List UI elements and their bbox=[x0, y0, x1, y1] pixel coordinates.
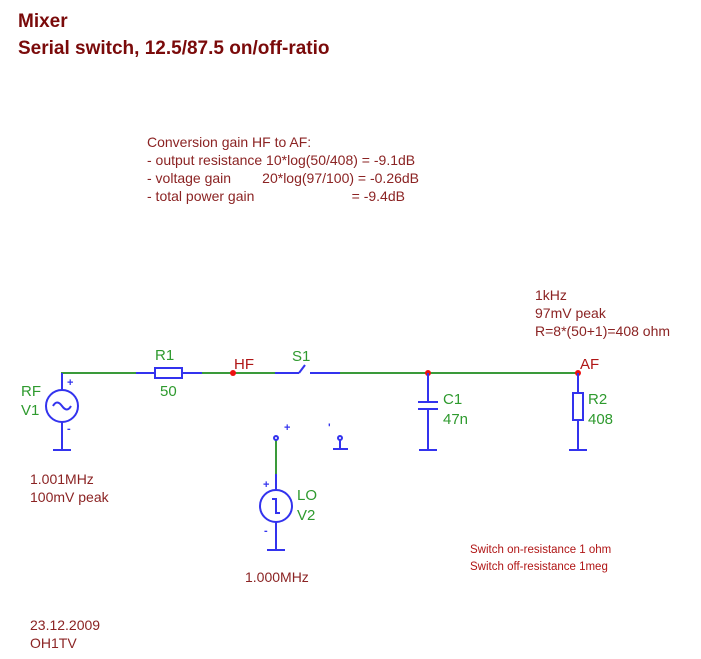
pin-minus: - bbox=[264, 525, 268, 537]
node-af-label: AF bbox=[580, 356, 599, 373]
note-line: Conversion gain HF to AF: bbox=[147, 134, 311, 150]
r1-value: 50 bbox=[160, 383, 177, 400]
c1-ref: C1 bbox=[443, 391, 462, 408]
s1-switch[interactable]: S1 + ' bbox=[273, 348, 348, 450]
pin-plus: + bbox=[67, 377, 73, 389]
switch-note: Switch on-resistance 1 ohm bbox=[470, 544, 611, 556]
note-line: - output resistance 10*log(50/408) = -9.… bbox=[147, 152, 415, 168]
c1-value: 47n bbox=[443, 411, 468, 428]
note-line: 1kHz bbox=[535, 287, 567, 303]
s1-ref: S1 bbox=[292, 348, 310, 365]
rf-amplitude: 100mV peak bbox=[30, 489, 110, 505]
node-dot bbox=[230, 370, 236, 376]
r2-resistor[interactable]: R2 408 bbox=[569, 373, 613, 451]
footer-author: OH1TV bbox=[30, 635, 77, 651]
pin-minus: - bbox=[67, 423, 71, 435]
note-line: - voltage gain 20*log(97/100) = -0.26dB bbox=[147, 170, 419, 186]
r1-resistor[interactable]: R1 50 bbox=[136, 347, 202, 400]
v1-name: RF bbox=[21, 383, 41, 400]
pin-plus: + bbox=[263, 479, 269, 491]
v1-ref: V1 bbox=[21, 402, 39, 419]
v2-source[interactable]: + - LO V2 bbox=[259, 474, 317, 551]
lo-frequency: 1.000MHz bbox=[245, 569, 309, 585]
v2-ref: V2 bbox=[297, 507, 315, 524]
v1-source[interactable]: + - RF V1 bbox=[21, 373, 79, 451]
switch-note: Switch off-resistance 1meg bbox=[470, 561, 608, 573]
r1-ref: R1 bbox=[155, 347, 174, 364]
v2-name: LO bbox=[297, 487, 317, 504]
c1-capacitor[interactable]: C1 47n bbox=[418, 373, 468, 451]
rf-frequency: 1.001MHz bbox=[30, 471, 94, 487]
footer-date: 23.12.2009 bbox=[30, 617, 100, 633]
resistor-icon bbox=[572, 392, 584, 421]
note-line: 97mV peak bbox=[535, 305, 607, 321]
note-line: - total power gain = -9.4dB bbox=[147, 188, 405, 204]
r2-value: 408 bbox=[588, 411, 613, 428]
node-hf-label: HF bbox=[234, 356, 254, 373]
conversion-gain-notes: Conversion gain HF to AF: - output resis… bbox=[147, 134, 419, 204]
resistor-icon bbox=[154, 367, 183, 379]
af-notes: 1kHz 97mV peak R=8*(50+1)=408 ohm bbox=[535, 287, 670, 339]
r2-ref: R2 bbox=[588, 391, 607, 408]
pin-minus: ' bbox=[328, 422, 331, 434]
schematic-subtitle: Serial switch, 12.5/87.5 on/off-ratio bbox=[18, 38, 330, 59]
note-line: R=8*(50+1)=408 ohm bbox=[535, 323, 670, 339]
wires bbox=[61, 372, 578, 474]
pin-plus: + bbox=[284, 422, 290, 434]
schematic-title: Mixer bbox=[18, 11, 68, 32]
switch-icon bbox=[298, 364, 306, 374]
